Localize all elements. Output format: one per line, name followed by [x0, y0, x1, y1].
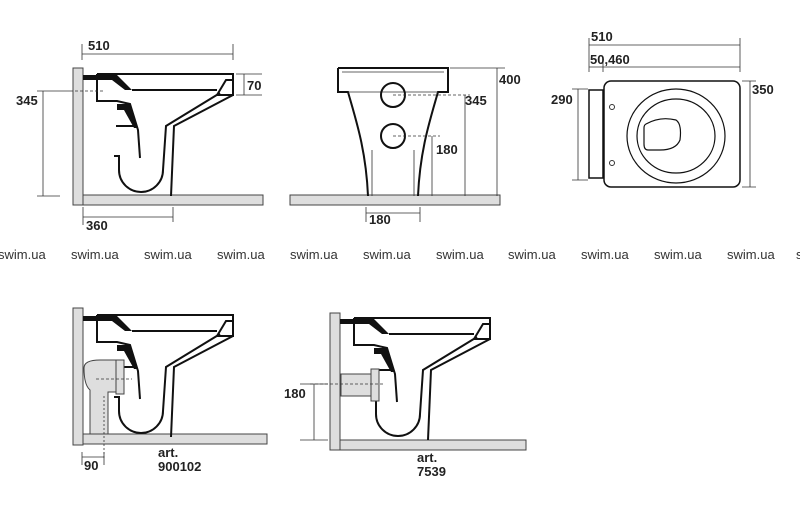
floor: [82, 194, 264, 206]
variant-900102: 90 art. 900102: [72, 307, 268, 474]
wall: [72, 307, 84, 446]
variant-7539: 180 art. 7539: [284, 312, 527, 479]
dim-line-70: [236, 73, 262, 96]
dim-line-360: [82, 207, 174, 225]
watermark: swim.ua: [727, 247, 775, 262]
watermark: swim.ua: [654, 247, 702, 262]
dim-400: 400: [499, 72, 521, 87]
watermark: swim.ua: [508, 247, 556, 262]
watermark: swim.ua: [363, 247, 411, 262]
watermark: swim.ua: [217, 247, 265, 262]
dim-lines-front: [431, 67, 505, 196]
floor: [339, 439, 527, 451]
dim-510-top: 510: [591, 29, 613, 44]
elbow-connector: [83, 359, 119, 435]
dim-50-460: 50,460: [590, 52, 630, 67]
dim-180: 180: [436, 142, 458, 157]
watermark: swim.ua: [581, 247, 629, 262]
toilet-side-outline: [82, 73, 234, 197]
dim-510: 510: [88, 38, 110, 53]
dim-345: 345: [16, 93, 38, 108]
side-view: 510 70 345 360: [16, 38, 264, 233]
watermark: swim.ua: [0, 247, 46, 262]
dim-360: 360: [86, 218, 108, 233]
dim-70: 70: [247, 78, 261, 93]
toilet-top-outline: [603, 80, 741, 188]
front-view: 400 345 180 180: [289, 67, 521, 227]
straight-connector: [340, 373, 374, 397]
watermark: swim.ua: [436, 247, 484, 262]
dim-180: 180: [284, 386, 306, 401]
floor: [289, 194, 501, 206]
art-number: 900102: [158, 459, 201, 474]
dim-350: 350: [752, 82, 774, 97]
tank: [588, 89, 604, 179]
watermark: swim.ua: [796, 247, 800, 262]
wall: [72, 67, 84, 206]
dim-line-510: [81, 44, 234, 60]
art-number: 7539: [417, 464, 446, 479]
dim-290: 290: [551, 92, 573, 107]
floor: [82, 433, 268, 445]
dim-90: 90: [84, 458, 98, 473]
wall: [329, 312, 341, 451]
watermark: swim.ua: [71, 247, 119, 262]
seat-opening: [643, 118, 682, 151]
watermark-row: swim.ua swim.ua swim.ua swim.ua swim.ua …: [0, 247, 800, 262]
dim-180-width: 180: [369, 212, 391, 227]
dim-line-345: [37, 90, 70, 197]
art-label: art.: [417, 450, 437, 465]
top-view: 510 50,460 290 350: [551, 29, 774, 188]
art-label: art.: [158, 445, 178, 460]
watermark: swim.ua: [290, 247, 338, 262]
toilet-front-outline: [337, 67, 449, 197]
dim-345: 345: [465, 93, 487, 108]
watermark: swim.ua: [144, 247, 192, 262]
